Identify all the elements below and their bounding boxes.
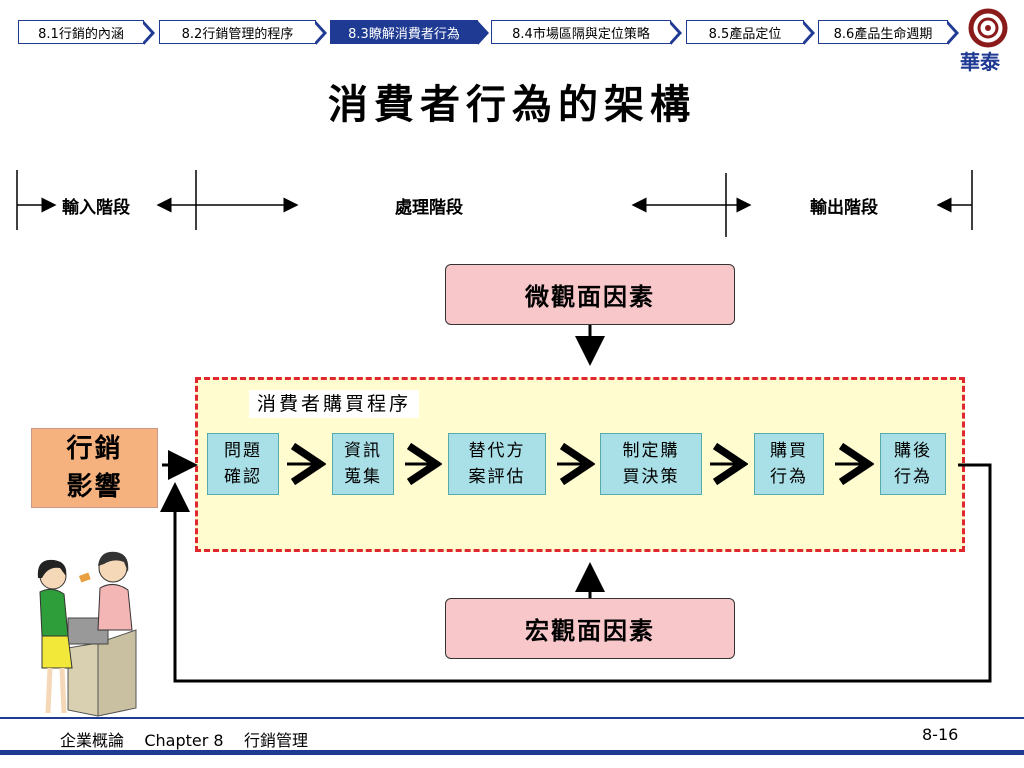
output-stage-label: 輸出階段 [810, 198, 878, 218]
stage-arrows [16, 170, 973, 237]
step-information-search: 資訊蒐集 [332, 433, 394, 495]
processing-stage-label: 處理階段 [395, 198, 463, 218]
step-problem-recognition: 問題確認 [207, 433, 279, 495]
marketing-influence-label: 影響 [66, 472, 123, 502]
footer-bar [0, 750, 1024, 755]
step-label: 問題 [224, 441, 262, 461]
step-label: 購後 [894, 441, 932, 461]
macro-factors-label: 宏觀面因素 [525, 616, 655, 645]
tab-label: 8.6產品生命週期 [833, 26, 933, 42]
publisher-logo-icon [968, 8, 1008, 48]
step-label: 行為 [894, 467, 932, 487]
footer-course: 企業概論 [60, 731, 125, 750]
tab-label: 8.3瞭解消費者行為 [348, 26, 460, 42]
footer-text: 企業概論 Chapter 8 行銷管理 [60, 727, 308, 751]
step-label: 替代方 [468, 441, 526, 461]
step-purchase-decision: 制定購買決策 [600, 433, 702, 495]
step-label: 行為 [770, 467, 808, 487]
step-label: 確認 [224, 467, 262, 487]
page-title: 消費者行為的架構 [328, 81, 696, 128]
chevron-right-icon [142, 21, 155, 45]
footer-chapter: Chapter 8 [144, 731, 224, 750]
publisher-logo-text: 華泰 [960, 50, 1000, 74]
footer-topic: 行銷管理 [243, 731, 308, 750]
tab-label: 8.2行銷管理的程序 [181, 26, 294, 42]
chevron-right-icon [669, 21, 682, 45]
step-evaluation-of-alternatives: 替代方案評估 [448, 433, 546, 495]
micro-factors-label: 微觀面因素 [525, 282, 655, 311]
step-label: 買決策 [622, 467, 680, 487]
marketing-influence-box: 行銷影響 [31, 428, 158, 508]
tab-8-4[interactable]: 8.4市場區隔與定位策略 [491, 20, 671, 44]
micro-factors-box: 微觀面因素 [445, 264, 735, 325]
step-purchase-behavior: 購買行為 [754, 433, 824, 495]
tab-label: 8.4市場區隔與定位策略 [512, 26, 650, 42]
step-label: 資訊 [344, 441, 382, 461]
step-label: 案評估 [468, 467, 526, 487]
purchase-process-label: 消費者購買程序 [249, 390, 420, 418]
step-label: 制定購 [622, 441, 680, 461]
shopping-illustration [37, 551, 137, 717]
chevron-right-icon [478, 21, 489, 45]
tab-8-5[interactable]: 8.5產品定位 [686, 20, 804, 44]
chevron-right-icon [946, 21, 959, 45]
chevron-right-icon [802, 21, 815, 45]
chevron-right-icon [314, 21, 327, 45]
tab-label: 8.1行銷的內涵 [38, 26, 124, 42]
page-number: 8-16 [922, 725, 959, 744]
step-label: 購買 [770, 441, 808, 461]
tab-8-3[interactable]: 8.3瞭解消費者行為 [330, 20, 478, 44]
tab-8-6[interactable]: 8.6產品生命週期 [818, 20, 948, 44]
input-stage-label: 輸入階段 [62, 198, 130, 218]
tab-label: 8.5產品定位 [708, 26, 782, 42]
marketing-influence-label: 行銷 [66, 434, 123, 464]
macro-factors-box: 宏觀面因素 [445, 598, 735, 659]
step-label: 蒐集 [344, 467, 382, 487]
tab-8-1[interactable]: 8.1行銷的內涵 [18, 20, 144, 44]
footer-divider [0, 717, 1024, 719]
step-post-purchase-behavior: 購後行為 [880, 433, 946, 495]
tab-8-2[interactable]: 8.2行銷管理的程序 [159, 20, 316, 44]
